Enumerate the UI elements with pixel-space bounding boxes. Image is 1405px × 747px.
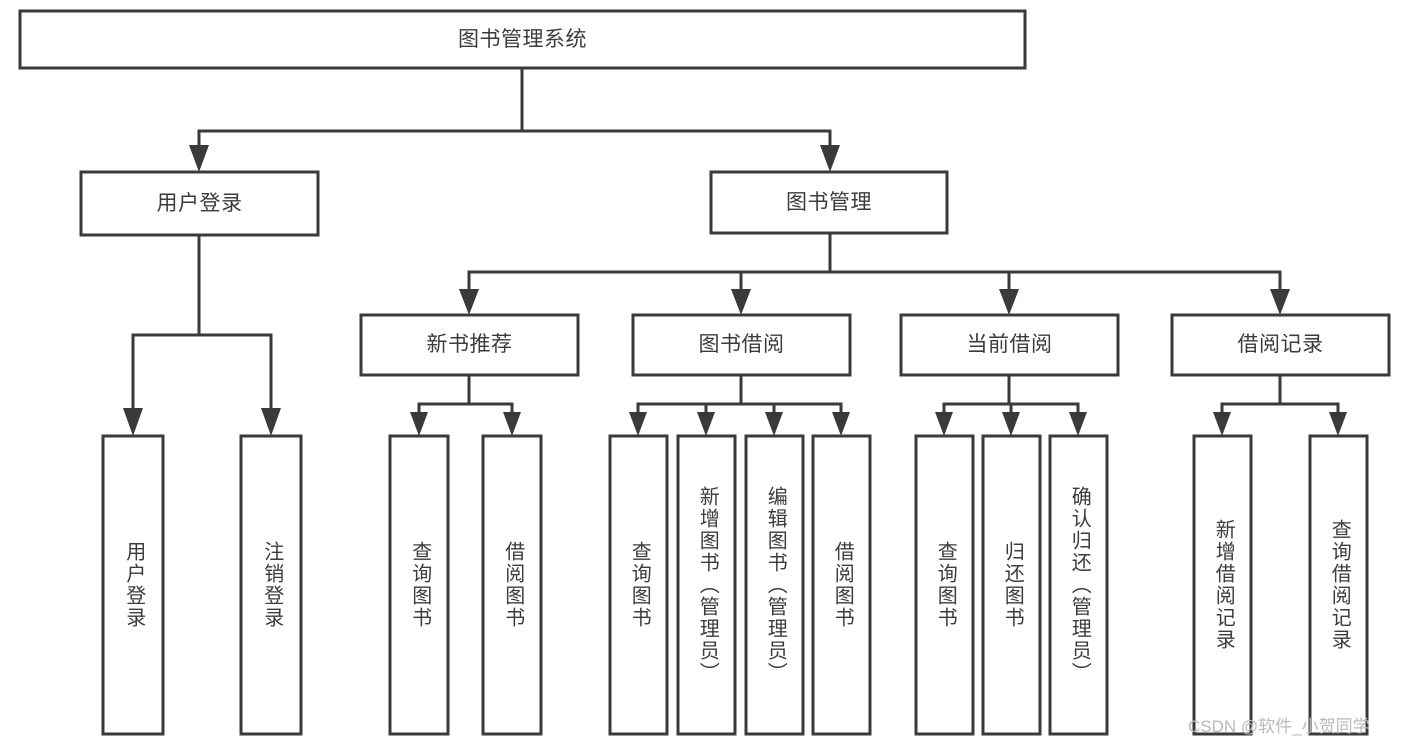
arrow-head-leaf-confirm-return <box>1069 412 1087 436</box>
node-box-user-login[interactable] <box>79 170 320 237</box>
arrow-head-leaf-add-book <box>697 412 715 436</box>
arrow-head-borrow-record <box>1270 289 1290 315</box>
node-box-current-borrow[interactable] <box>899 313 1120 377</box>
arrow-head-book-borrow <box>731 289 751 315</box>
arrow-head-leaf-query-record <box>1329 412 1347 436</box>
arrow-head-book-management <box>820 145 840 172</box>
node-box-leaf-confirm-return[interactable] <box>1048 434 1109 736</box>
arrow-head-leaf-return-book <box>1002 412 1020 436</box>
node-box-leaf-query-book-2[interactable] <box>608 434 669 736</box>
node-box-leaf-borrow-book-2[interactable] <box>811 434 872 736</box>
node-box-layer <box>18 9 1391 736</box>
arrow-head-leaf-borrow-book-2 <box>832 412 850 436</box>
node-box-leaf-edit-book[interactable] <box>744 434 805 736</box>
node-box-leaf-add-record[interactable] <box>1192 434 1253 736</box>
arrow-head-leaf-borrow-book-1 <box>503 412 521 436</box>
node-box-leaf-query-book-1[interactable] <box>388 434 450 736</box>
arrow-head-leaf-logout <box>261 408 281 436</box>
arrow-head-new-book-recommend <box>459 289 479 315</box>
node-box-book-management[interactable] <box>709 170 949 235</box>
connector-layer <box>123 66 1347 436</box>
node-box-root[interactable] <box>18 9 1027 70</box>
node-box-leaf-return-book[interactable] <box>981 434 1042 736</box>
arrow-head-user-login <box>189 145 209 172</box>
arrow-head-leaf-edit-book <box>765 412 783 436</box>
arrow-head-leaf-query-book-1 <box>410 412 428 436</box>
arrow-head-leaf-add-record <box>1213 412 1231 436</box>
node-box-leaf-add-book[interactable] <box>676 434 737 736</box>
node-box-leaf-borrow-book-1[interactable] <box>481 434 543 736</box>
node-box-borrow-record[interactable] <box>1170 313 1391 377</box>
arrow-head-current-borrow <box>999 289 1019 315</box>
node-box-leaf-user-login[interactable] <box>101 434 165 736</box>
node-box-leaf-logout[interactable] <box>239 434 303 736</box>
arrow-head-leaf-query-book-2 <box>629 412 647 436</box>
arrow-head-leaf-user-login <box>123 408 143 436</box>
arrow-head-leaf-query-book-3 <box>935 412 953 436</box>
node-box-leaf-query-record[interactable] <box>1308 434 1369 736</box>
node-box-book-borrow[interactable] <box>631 313 852 377</box>
node-box-leaf-query-book-3[interactable] <box>914 434 975 736</box>
node-box-new-book-recommend[interactable] <box>359 313 580 377</box>
